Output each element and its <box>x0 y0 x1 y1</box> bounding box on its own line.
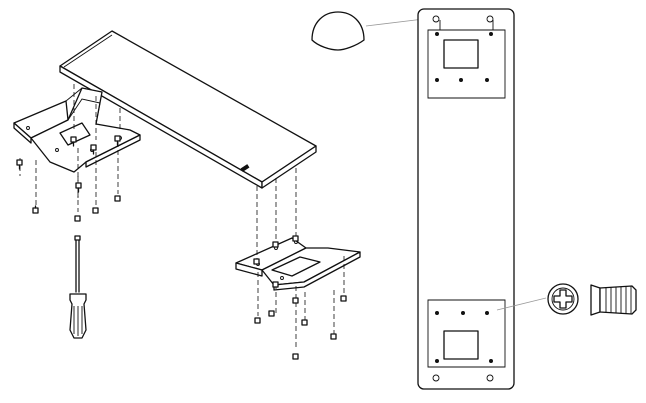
phillips-screw-head <box>547 283 579 315</box>
threaded-screw <box>590 284 637 316</box>
right-bracket-slot <box>271 256 321 277</box>
screw-small <box>292 353 299 360</box>
screw-small <box>253 258 260 265</box>
screw-small <box>301 319 308 326</box>
board-label-mark <box>240 164 250 172</box>
right-alignment-lines <box>256 168 345 350</box>
screw-small <box>32 205 39 214</box>
screw-small <box>114 135 121 146</box>
screw-small <box>330 333 337 340</box>
screw-small <box>340 295 347 302</box>
screw-small <box>272 241 279 248</box>
shelf-board <box>59 30 317 189</box>
screw-small <box>16 159 23 170</box>
screw-small <box>90 144 97 155</box>
screw-small <box>292 297 299 304</box>
plate-top-window <box>443 39 479 69</box>
mounting-plate <box>417 8 547 390</box>
screw-small <box>254 317 261 324</box>
screw-small <box>75 182 82 193</box>
plate-bottom-window <box>443 330 479 360</box>
screw-small <box>70 136 77 147</box>
screw-small <box>292 235 299 242</box>
screw-small <box>114 195 121 202</box>
dome-bumper <box>311 11 433 51</box>
screw-small <box>268 310 275 317</box>
left-bracket-slot <box>59 122 91 146</box>
screw-small <box>92 207 99 214</box>
screw-small <box>272 281 279 288</box>
screw-small <box>74 215 81 222</box>
left-screws <box>16 135 121 222</box>
right-screws <box>253 235 347 360</box>
screwdriver <box>69 235 87 339</box>
